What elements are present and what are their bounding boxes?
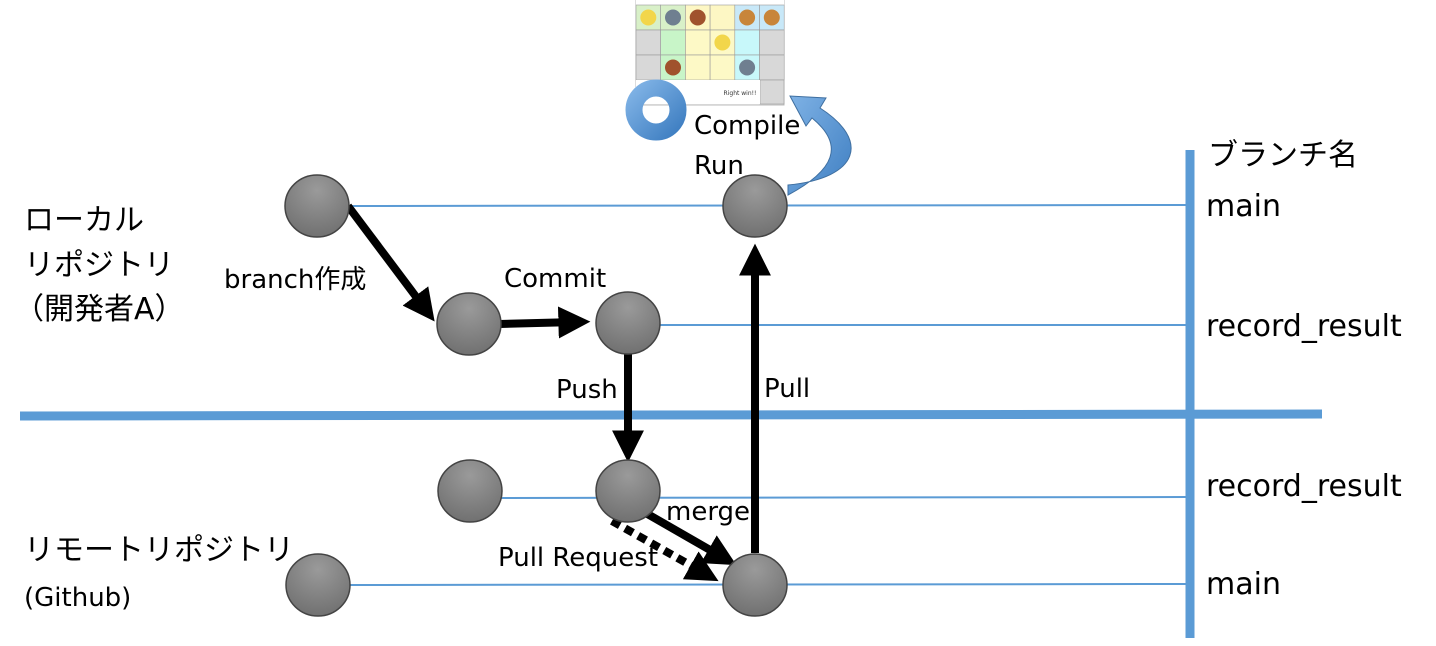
push-label: Push bbox=[556, 375, 618, 405]
board-cell bbox=[709, 4, 736, 31]
animal-piece-icon bbox=[714, 34, 731, 51]
branch-label-local-main: main bbox=[1206, 189, 1281, 224]
board-cell bbox=[685, 54, 711, 81]
app-status-text: Right win!! bbox=[724, 90, 757, 97]
commit-node-remote-record-pushed bbox=[595, 459, 661, 523]
board-cell bbox=[759, 54, 785, 81]
merge-label: merge bbox=[666, 497, 750, 527]
commit-node-local-main-start bbox=[284, 174, 350, 238]
branch-create-label: branch作成 bbox=[224, 265, 366, 295]
branch-arrow bbox=[344, 203, 435, 322]
commit-label: Commit bbox=[504, 264, 606, 294]
local-repo-label: （開発者A） bbox=[14, 292, 185, 327]
merge-arrow bbox=[642, 508, 737, 566]
commit-node-remote-main-start bbox=[285, 553, 351, 617]
branch-name-header: ブランチ名 bbox=[1208, 138, 1358, 173]
branch-label-local-record: record_result bbox=[1206, 309, 1402, 344]
commit-node-local-commit bbox=[595, 291, 661, 355]
branch-label-remote-record: record_result bbox=[1206, 469, 1402, 504]
animal-piece-icon bbox=[640, 9, 657, 26]
local-repo-label: リポジトリ bbox=[24, 248, 174, 283]
run-label: Run bbox=[694, 151, 744, 181]
commit-node-remote-main-merged bbox=[722, 553, 788, 617]
board-cell bbox=[660, 29, 686, 56]
board-cell bbox=[685, 29, 711, 56]
animal-piece-icon bbox=[665, 59, 681, 76]
animal-piece-icon bbox=[689, 9, 706, 26]
board-cell bbox=[635, 54, 662, 81]
local-remote-separator bbox=[19, 409, 1323, 421]
remote-repo-label: (Github) bbox=[24, 583, 131, 613]
animal-piece-icon bbox=[665, 9, 681, 26]
board-cell bbox=[759, 79, 785, 105]
commit-arrow bbox=[499, 306, 591, 339]
commit-node-remote-record-start bbox=[437, 459, 503, 523]
compile-label: Compile bbox=[694, 111, 800, 141]
commit-node-local-branch bbox=[436, 292, 502, 356]
board-cell bbox=[709, 54, 736, 81]
board-cell bbox=[734, 29, 760, 56]
board-cell bbox=[759, 29, 785, 56]
pull-request-arrow bbox=[610, 517, 719, 582]
pull-request-label: Pull Request bbox=[498, 543, 658, 573]
animal-piece-icon bbox=[739, 59, 756, 76]
commit-node-local-main-pulled bbox=[722, 174, 788, 238]
animal-piece-icon bbox=[739, 9, 756, 26]
pull-label: Pull bbox=[764, 374, 810, 404]
branch-label-remote-main: main bbox=[1206, 567, 1281, 602]
local-repo-label: ローカル bbox=[24, 203, 144, 238]
remote-repo-label: リモートリポジトリ bbox=[24, 533, 294, 568]
ring-icon bbox=[625, 79, 687, 141]
app-screenshot: Right win!! bbox=[635, 0, 785, 106]
board-cell bbox=[635, 29, 662, 56]
curved-arrow-icon bbox=[787, 95, 852, 196]
animal-piece-icon bbox=[763, 9, 780, 26]
